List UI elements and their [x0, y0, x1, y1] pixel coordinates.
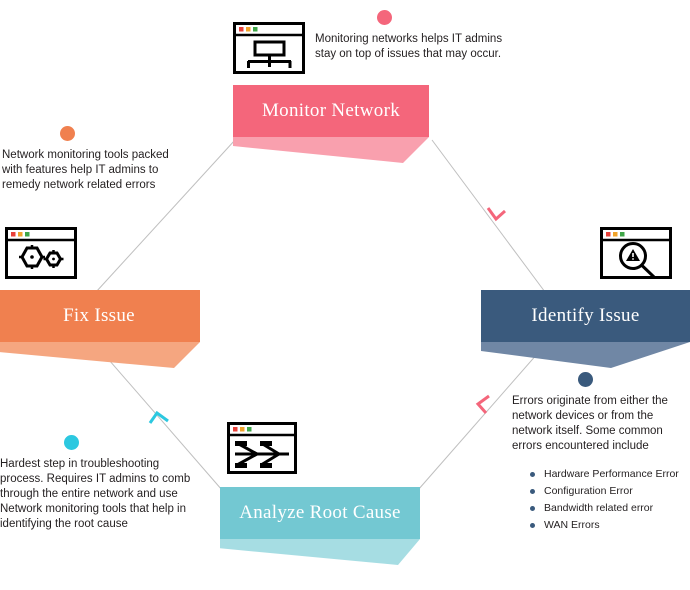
note-text-fix: Network monitoring tools packed with fea… — [2, 149, 169, 191]
note-text-monitor: Monitoring networks helps IT admins stay… — [315, 33, 503, 60]
note-fix-issue: Network monitoring tools packed with fea… — [2, 126, 170, 193]
list-item: Bandwidth related error — [530, 500, 688, 517]
connector-monitor-to-identify — [431, 139, 546, 293]
note-text-analyze: Hardest step in troubleshooting process.… — [0, 458, 191, 530]
ribbon-bar: Monitor Network — [233, 85, 429, 137]
ribbon-tail — [220, 539, 420, 565]
error-type-list: Hardware Performance Error Configuration… — [512, 466, 688, 534]
step-fix-issue[interactable]: Fix Issue — [0, 290, 200, 368]
browser-gears-icon — [5, 227, 77, 284]
list-item: WAN Errors — [530, 517, 688, 534]
step-label-identify: Identify Issue — [531, 305, 640, 326]
arrowhead-identify-to-analyze — [475, 394, 490, 414]
note-monitor-network: Monitoring networks helps IT admins stay… — [315, 10, 507, 62]
list-item: Configuration Error — [530, 483, 688, 500]
list-item: Hardware Performance Error — [530, 466, 688, 483]
ribbon-tail — [481, 342, 690, 368]
note-identify-issue: Errors originate from either the network… — [512, 372, 688, 534]
ribbon-bar: Identify Issue — [481, 290, 690, 342]
step-label-monitor: Monitor Network — [261, 100, 400, 121]
step-label-analyze: Analyze Root Cause — [239, 502, 401, 523]
note-dot-pink — [377, 10, 392, 25]
step-monitor-network[interactable]: Monitor Network — [233, 85, 429, 163]
step-analyze-root-cause[interactable]: Analyze Root Cause — [220, 487, 420, 565]
note-dot-orange — [60, 126, 75, 141]
ribbon-tail — [233, 137, 429, 163]
browser-network-topology-icon — [233, 22, 305, 79]
browser-fishbone-diagram-icon — [227, 422, 297, 479]
note-dot-cyan — [64, 435, 79, 450]
note-dot-navy — [578, 372, 593, 387]
ribbon-bar: Analyze Root Cause — [220, 487, 420, 539]
arrowhead-monitor-to-identify — [486, 207, 506, 222]
ribbon-tail — [0, 342, 200, 368]
step-identify-issue[interactable]: Identify Issue — [481, 290, 690, 368]
step-label-fix: Fix Issue — [63, 305, 135, 326]
arrowhead-analyze-to-fix — [148, 410, 169, 424]
ribbon-bar: Fix Issue — [0, 290, 200, 342]
note-text-identify: Errors originate from either the network… — [512, 395, 668, 452]
note-analyze-root-cause: Hardest step in troubleshooting process.… — [0, 435, 200, 532]
browser-magnifier-warning-icon — [600, 227, 672, 284]
